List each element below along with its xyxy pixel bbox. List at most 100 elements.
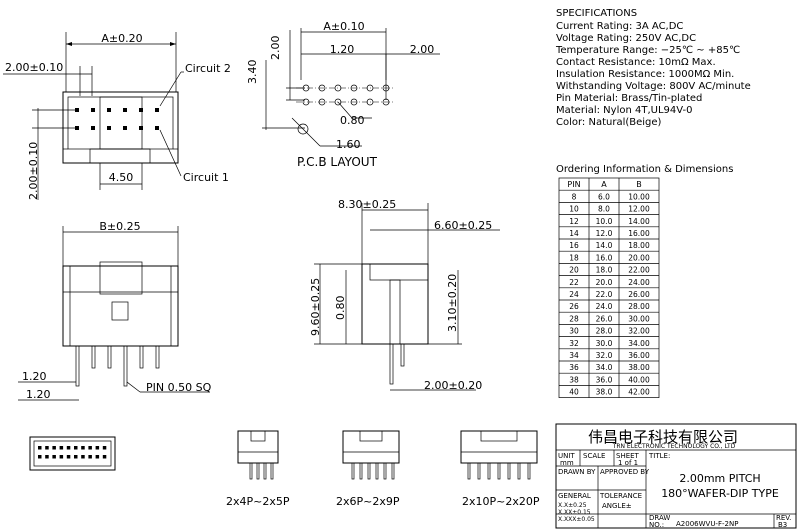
spec-line: Material: Nylon 4T,UL94V-0 — [556, 105, 692, 116]
bottom-view-pin — [88, 446, 92, 450]
table-cell: 18.0 — [596, 266, 613, 275]
table-cell: 30 — [569, 327, 579, 336]
table-cell: 36.0 — [596, 375, 613, 384]
table-header-cell: A — [601, 180, 607, 189]
table-cell: 42.00 — [628, 388, 650, 397]
table-cell: 40 — [569, 388, 579, 397]
no-label: NO.: — [649, 521, 664, 529]
table-cell: 18.00 — [628, 241, 650, 250]
table-header-cell: PIN — [567, 180, 580, 189]
dim-200v: 2.00 — [269, 36, 282, 61]
dim-160: 1.60 — [336, 138, 361, 151]
table-cell: 26.0 — [596, 314, 613, 323]
table-cell: 22.0 — [596, 290, 613, 299]
table-cell: 28.0 — [596, 327, 613, 336]
bottom-view-pin — [52, 446, 56, 450]
title-line-1: 2.00mm PITCH — [679, 472, 760, 485]
tol-2: X.XX±0.15 — [558, 509, 591, 516]
bottom-view-pin — [95, 446, 100, 450]
bottom-view-pin — [45, 455, 49, 459]
dim-450: 4.50 — [109, 171, 134, 184]
angle-label: ANGLE± — [602, 502, 632, 510]
table-cell: 12.0 — [596, 229, 613, 238]
table-cell: 34.0 — [596, 363, 613, 372]
table-cell: 14.00 — [628, 217, 650, 226]
bottom-view-pin — [74, 446, 78, 450]
table-cell: 20.0 — [596, 278, 613, 287]
table-cell: 12 — [569, 217, 579, 226]
sheet-value: 1 of 1 — [618, 459, 638, 467]
dim-a-pcb: A±0.10 — [323, 20, 364, 33]
dim-830: 8.30±0.25 — [338, 198, 396, 211]
table-cell: 32.00 — [628, 327, 650, 336]
table-cell: 10.0 — [596, 217, 613, 226]
table-cell: 36.00 — [628, 351, 650, 360]
table-cell: 38.0 — [596, 388, 613, 397]
table-cell: 20.00 — [628, 253, 650, 262]
table-cell: 16 — [569, 241, 579, 250]
dim-340: 3.40 — [246, 60, 259, 85]
bottom-view-pin — [88, 455, 92, 459]
title-line-2: 180°WAFER-DIP TYPE — [661, 487, 779, 500]
spec-line: Current Rating: 3A AC,DC — [556, 21, 683, 32]
pcb-layout: A±0.10 1.20 2.00 2.00 3.40 0.80 1.60 P.C… — [246, 20, 440, 169]
table-cell: 28 — [569, 314, 579, 323]
table-cell: 26.00 — [628, 290, 650, 299]
draw-label: DRAW — [649, 514, 670, 522]
top-view: A±0.20 2.00±0.10 C — [3, 32, 231, 200]
dim-660: 6.60±0.25 — [434, 219, 492, 232]
spec-line: Withstanding Voltage: 800V AC/minute — [556, 81, 751, 92]
bottom-view-pin — [59, 455, 64, 459]
table-cell: 12.00 — [628, 205, 650, 214]
rev-label: REV. — [776, 514, 791, 522]
drawn-by-label: DRAWN BY — [558, 468, 596, 476]
dim-pitch-left: 2.00±0.10 — [5, 61, 63, 74]
table-cell: 32 — [569, 339, 579, 348]
table-cell: 20 — [569, 266, 579, 275]
pcb-layout-label: P.C.B LAYOUT — [297, 155, 378, 169]
table-cell: 24 — [569, 290, 579, 299]
table-cell: 16.0 — [596, 253, 613, 262]
dim-310: 3.10±0.20 — [446, 274, 459, 332]
label-circuit-1: Circuit 1 — [183, 171, 229, 184]
variant-label: 2x6P~2x9P — [336, 495, 400, 508]
table-cell: 36 — [569, 363, 579, 372]
company-name-cn: 伟昌电子科技有限公司 — [588, 428, 738, 446]
spec-line: Pin Material: Brass/Tin-plated — [556, 93, 702, 104]
table-cell: 40.00 — [628, 375, 650, 384]
pcb-holes — [296, 84, 394, 106]
title-label: TITLE: — [648, 452, 670, 460]
table-cell: 34 — [569, 351, 579, 360]
spec-line: Insulation Resistance: 1000MΩ Min. — [556, 69, 734, 80]
bottom-view-pin — [59, 446, 64, 450]
bottom-view-pin — [102, 446, 107, 450]
bottom-view-pin — [66, 446, 71, 450]
sheet-label: SHEET — [616, 452, 640, 460]
tol-1: X.X±0.25 — [558, 502, 587, 509]
spec-line: Contact Resistance: 10mΩ Max. — [556, 57, 716, 68]
ordering-title: Ordering Information & Dimensions — [556, 164, 733, 175]
dim-120a: 1.20 — [22, 370, 47, 383]
dim-120: 1.20 — [330, 43, 355, 56]
dim-vert-pitch: 2.00±0.10 — [27, 142, 40, 200]
dim-b-front: B±0.25 — [99, 220, 140, 233]
bottom-view-pin — [74, 455, 78, 459]
table-cell: 24.0 — [596, 302, 613, 311]
dim-200h: 2.00 — [410, 43, 435, 56]
table-cell: 8.0 — [598, 205, 610, 214]
approved-by-label: APPROVED BY — [600, 468, 650, 476]
bottom-view-pin — [38, 455, 42, 459]
table-cell: 22 — [569, 278, 579, 287]
table-cell: 14 — [569, 229, 579, 238]
unit-value: mm — [560, 459, 574, 467]
bottom-view-pin — [52, 455, 56, 459]
table-cell: 8 — [572, 192, 577, 201]
table-cell: 14.0 — [596, 241, 613, 250]
variant-label: 2x4P~2x5P — [226, 495, 290, 508]
bottom-view-pin — [95, 455, 100, 459]
dim-960: 9.60±0.25 — [309, 278, 322, 336]
table-cell: 38 — [569, 375, 579, 384]
top-view-pins — [75, 108, 159, 130]
variant-label: 2x10P~2x20P — [462, 495, 540, 508]
scale-label: SCALE — [583, 452, 605, 460]
